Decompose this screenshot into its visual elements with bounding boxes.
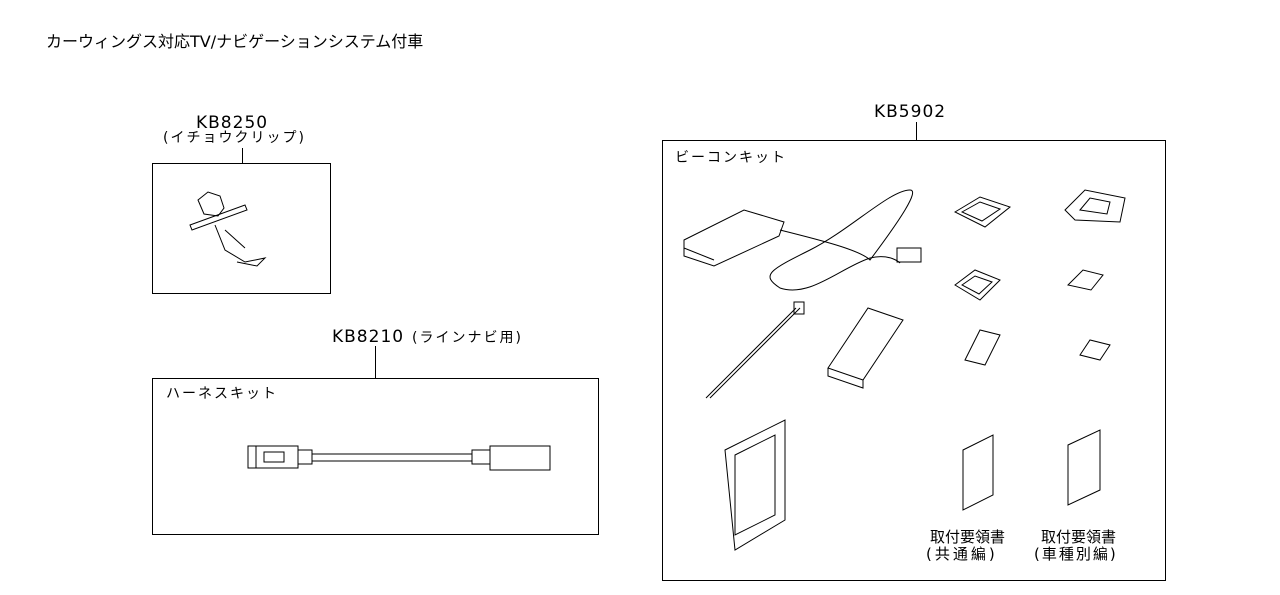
harness-leader-line [375, 346, 376, 379]
clip-part-name: (イチョウクリップ) [163, 130, 306, 146]
beacon-kit-label: ビーコンキット [675, 150, 787, 166]
beacon-part-code: KB5902 [874, 102, 947, 122]
frame-parts-illustration [953, 189, 1126, 366]
clip-illustration [189, 191, 267, 267]
pad-illustration [827, 307, 904, 389]
beacon-kit-box [662, 140, 1166, 581]
manual-common-subtitle: (共通編) [926, 545, 998, 563]
manual-model-subtitle: (車種別編) [1034, 545, 1118, 563]
harness-part-code: KB8210 [332, 327, 405, 347]
harness-illustration [247, 445, 551, 471]
beacon-unit-illustration [683, 189, 922, 291]
clip-box [152, 163, 331, 294]
harness-kit-label: ハーネスキット [166, 386, 278, 402]
clip-part-code: KB8250 [196, 113, 269, 133]
cable-tie-illustration [705, 301, 805, 399]
harness-kit-box [152, 378, 599, 535]
clip-leader-line [242, 148, 243, 164]
beacon-leader-line [916, 122, 917, 141]
harness-part-note: (ラインナビ用) [412, 330, 523, 346]
manual-model-title: 取付要領書 [1041, 528, 1117, 546]
manual-booklets-illustration [724, 419, 1101, 551]
page-title: カーウィングス対応TV/ナビゲーションシステム付車 [46, 32, 424, 51]
manual-common-title: 取付要領書 [930, 528, 1006, 546]
